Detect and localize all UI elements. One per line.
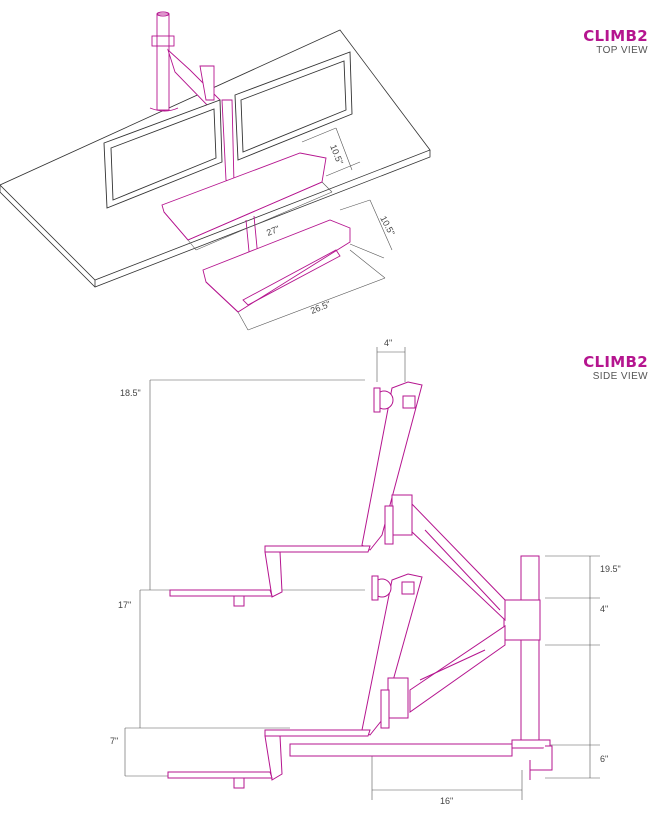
top-view-title: CLIMB2: [583, 27, 648, 45]
top-view-subtitle: TOP VIEW: [596, 45, 648, 56]
upper-post: [361, 381, 423, 551]
dim-lower-width: 26.5": [309, 299, 332, 316]
pole: [156, 13, 170, 111]
dim-pole-bottom: 6": [600, 754, 608, 764]
side-view-subtitle: SIDE VIEW: [592, 371, 648, 382]
dim-middle-height: 17": [118, 600, 131, 610]
dim-upper-height: 18.5": [120, 388, 141, 398]
lower-post: [361, 573, 423, 736]
base-plate: [289, 743, 513, 757]
side-view-title-block: CLIMB2 SIDE VIEW: [583, 354, 648, 383]
dim-pole-top: 19.5": [600, 564, 621, 574]
dim-upper-width: 27": [265, 224, 281, 238]
top-view-drawing: 10.5" 27" 10.5" 26.5": [0, 11, 431, 331]
side-view-title: CLIMB2: [583, 353, 648, 371]
upper-keyboard-tray: [264, 545, 371, 553]
upper-arm: [409, 500, 506, 622]
top-view-title-block: CLIMB2 TOP VIEW: [583, 28, 648, 57]
lower-keyboard-tray: [264, 729, 371, 737]
lower-arm: [409, 625, 506, 713]
dim-pole-mid: 4": [600, 604, 608, 614]
dim-base-depth: 16": [440, 796, 453, 806]
pole: [520, 555, 540, 747]
dim-lower-height: 7": [110, 736, 118, 746]
